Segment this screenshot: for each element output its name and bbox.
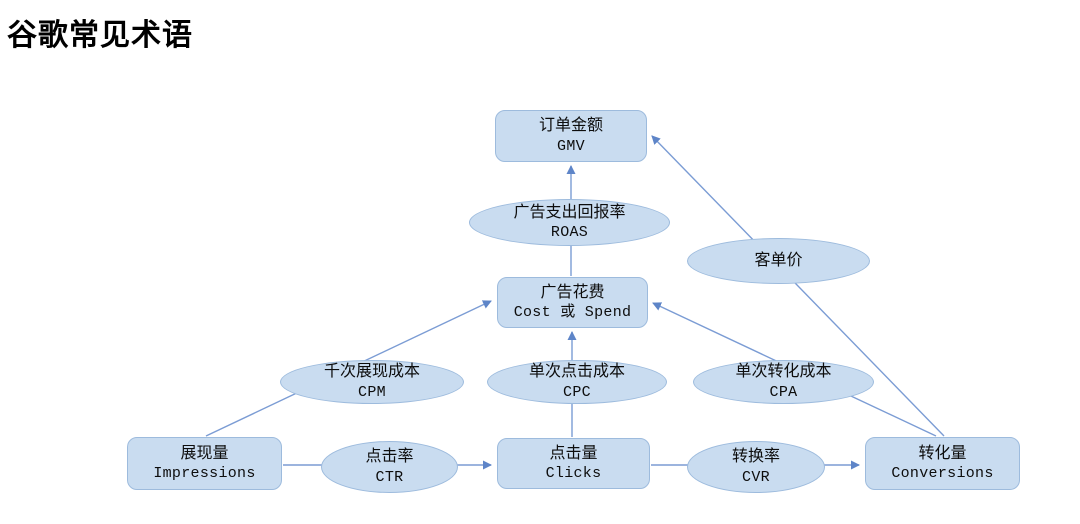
node-cpc: 单次点击成本 CPC [487, 360, 667, 404]
node-gmv-label-zh: 订单金额 [538, 117, 603, 135]
node-cpm-label-en: CPM [358, 383, 386, 401]
node-aov: 客单价 [687, 238, 870, 284]
node-cost-label-zh: 广告花费 [540, 283, 605, 301]
node-ctr: 点击率 CTR [321, 441, 458, 493]
node-cpc-label-zh: 单次点击成本 [528, 363, 625, 381]
node-cost: 广告花费 Cost 或 Spend [497, 277, 648, 328]
node-cpm: 千次展现成本 CPM [280, 360, 464, 404]
node-cost-label-en: Cost 或 Spend [513, 304, 632, 322]
node-gmv: 订单金额 GMV [495, 110, 647, 162]
node-cvr: 转换率 CVR [687, 441, 825, 493]
node-clicks-label-zh: 点击量 [549, 444, 598, 462]
node-cpa-label-zh: 单次转化成本 [735, 363, 832, 381]
node-cpa: 单次转化成本 CPA [693, 360, 874, 404]
node-ctr-label-en: CTR [375, 468, 404, 486]
node-cpa-label-en: CPA [769, 383, 798, 401]
node-ctr-label-zh: 点击率 [365, 448, 414, 466]
node-roas-label-en: ROAS [550, 224, 589, 242]
node-conversions: 转化量 Conversions [865, 437, 1020, 490]
node-impressions-label-zh: 展现量 [180, 444, 229, 462]
node-conversions-label-en: Conversions [891, 465, 994, 483]
node-cvr-label-zh: 转换率 [731, 448, 780, 466]
node-cpc-label-en: CPC [563, 383, 591, 401]
node-aov-label-zh: 客单价 [754, 252, 803, 270]
node-roas-label-zh: 广告支出回报率 [513, 203, 626, 221]
node-impressions-label-en: Impressions [153, 465, 256, 483]
edge-conversions-to-gmv [651, 135, 945, 437]
page-title: 谷歌常见术语 [7, 19, 193, 52]
node-cvr-label-en: CVR [742, 468, 770, 486]
node-clicks: 点击量 Clicks [497, 438, 650, 489]
node-gmv-label-en: GMV [557, 137, 585, 155]
node-conversions-label-zh: 转化量 [918, 444, 967, 462]
node-cpm-label-zh: 千次展现成本 [323, 363, 420, 381]
node-roas: 广告支出回报率 ROAS [469, 199, 670, 246]
node-clicks-label-en: Clicks [545, 465, 602, 483]
node-impressions: 展现量 Impressions [127, 437, 282, 490]
